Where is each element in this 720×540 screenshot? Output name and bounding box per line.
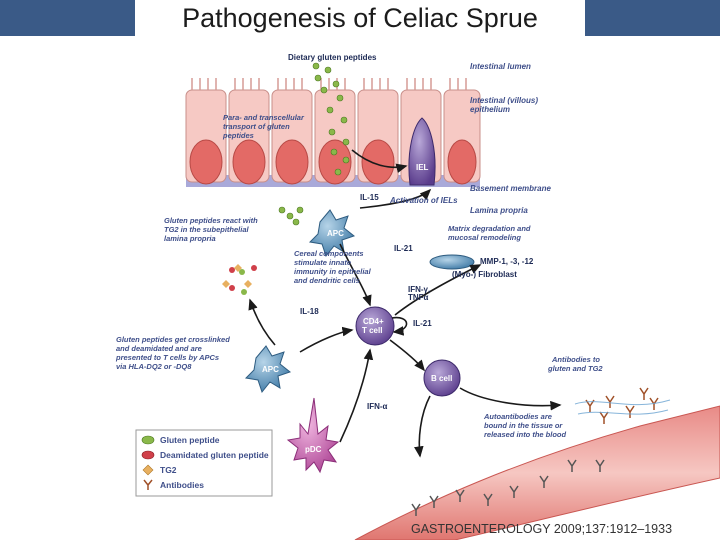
lamina-label: Lamina propria: [470, 206, 528, 215]
legend-gluten-icon: [141, 435, 155, 445]
legend-antibody-icon: [143, 479, 153, 490]
mmp-label: MMP-1, -3, -12: [480, 257, 534, 266]
legend-item-gluten: Gluten peptide: [160, 435, 220, 445]
citation: GASTROENTEROLOGY 2009;137:1912–1933: [411, 522, 673, 536]
title-background: [135, 0, 585, 36]
cd4-label-1: CD4+: [363, 317, 384, 326]
apc-bottom-cell: APC: [244, 345, 292, 394]
tg2-react-label-3: lamina propria: [164, 234, 216, 243]
pdc-cell: pDC: [286, 397, 340, 474]
il21-top-label: IL-21: [394, 244, 413, 253]
apc-top-cell: APC: [308, 209, 356, 258]
cd4-label-2: T cell: [362, 326, 382, 335]
activation-label: Activation of IELs: [389, 196, 458, 205]
gluten-peptides-lumen: [278, 62, 350, 226]
crosslinked-label-4: via HLA-DQ2 or -DQ8: [116, 362, 192, 371]
fibroblast-cell: [429, 254, 475, 270]
ifn-gamma-label: IFN-γ,: [408, 285, 430, 294]
page-title: Pathogenesis of Celiac Sprue: [182, 3, 538, 33]
blood-vessel: [354, 405, 720, 540]
il15-label: IL-15: [360, 193, 379, 202]
tg2-react-label-2: TG2 in the subepithelial: [164, 225, 250, 234]
b-cell: B cell: [423, 359, 461, 397]
cereal-label-3: immunity in epithelial: [294, 267, 372, 276]
epithelium-label-1: Intestinal (villous): [470, 96, 538, 105]
autoantibodies-label-3: released into the blood: [484, 430, 567, 439]
apc-bottom-label: APC: [262, 365, 279, 374]
legend-deamidated-icon: [141, 450, 155, 460]
il21-right-label: IL-21: [413, 319, 432, 328]
lumen-label: Intestinal lumen: [470, 62, 531, 71]
legend-tg2-icon: [142, 464, 154, 476]
legend-item-tg2: TG2: [160, 465, 177, 475]
pathway-arrows: [248, 149, 562, 458]
il18-label: IL-18: [300, 307, 319, 316]
crosslinked-label-2: and deamidated and are: [116, 344, 202, 353]
crosslinked-label-1: Gluten peptides get crosslinked: [116, 335, 230, 344]
antibodies-label-1: Antibodies to: [551, 355, 600, 364]
matrix-label-2: mucosal remodeling: [448, 233, 521, 242]
crosslinked-label-3: presented to T cells by APCs: [115, 353, 219, 362]
ifn-alpha-label: IFN-α: [367, 402, 388, 411]
cereal-label-1: Cereal components: [294, 249, 364, 258]
cereal-label-2: stimulate innate: [294, 258, 351, 267]
matrix-label-1: Matrix degradation and: [448, 224, 531, 233]
transport-label-3: peptides: [222, 131, 254, 140]
autoantibodies-label-1: Autoantibodies are: [483, 412, 552, 421]
tissue-antibody-cluster: [585, 387, 659, 424]
peptide-tg2-clusters: [222, 264, 257, 295]
iel-label: IEL: [416, 163, 429, 172]
epithelium-label-2: epithelium: [470, 105, 510, 114]
fibroblast-label: (Myo-) Fibroblast: [452, 270, 517, 279]
bcell-label: B cell: [431, 374, 452, 383]
transport-label-2: transport of gluten: [223, 122, 290, 131]
title-bar: [0, 0, 720, 36]
legend-item-antibodies: Antibodies: [160, 480, 204, 490]
cereal-label-4: and dendritic cells: [294, 276, 360, 285]
pdc-label: pDC: [305, 445, 322, 454]
apc-top-label: APC: [327, 229, 344, 238]
cd4-t-cell: CD4+ T cell: [355, 306, 395, 346]
tg2-react-label-1: Gluten peptides react with: [164, 216, 258, 225]
autoantibodies-label-2: bound in the tissue or: [484, 421, 563, 430]
tnf-alpha-label: TNFα: [408, 293, 429, 302]
pathogenesis-diagram: IEL APC CD4+ T cell APC B cell: [115, 53, 720, 540]
antibodies-label-2: gluten and TG2: [547, 364, 603, 373]
basement-label: Basement membrane: [470, 184, 551, 193]
transport-label-1: Para- and transcellular: [223, 113, 305, 122]
iel-cell: [408, 117, 436, 186]
dietary-label: Dietary gluten peptides: [288, 53, 377, 62]
legend: Gluten peptide Deamidated gluten peptide…: [135, 429, 273, 497]
legend-item-deamidated: Deamidated gluten peptide: [160, 450, 269, 460]
